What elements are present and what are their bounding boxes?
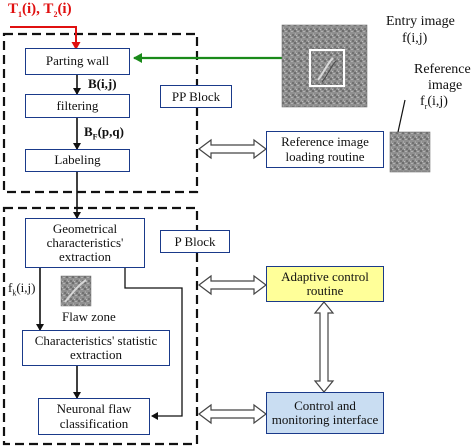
geometrical-line2: characteristics' — [46, 234, 124, 250]
geometrical-line1: Geometrical — [52, 220, 118, 236]
neuronal-line1: Neuronal flaw — [56, 401, 132, 417]
reference-loading-line2: loading routine — [285, 148, 365, 164]
adaptive-line1: Adaptive control — [281, 268, 369, 284]
adaptive-control-box: Adaptive control routine — [266, 266, 384, 302]
p-block-label: P Block — [160, 230, 230, 253]
labeling-box: Labeling — [25, 149, 130, 172]
entry-image-symbol: f(i,j) — [402, 31, 428, 46]
filtering-box: filtering — [25, 94, 130, 118]
input-signals-label: T1(i), T2(i) — [8, 1, 72, 19]
arrow-geometry-to-neuronal — [124, 268, 183, 420]
statistic-line1: Characteristics' statistic — [34, 332, 158, 348]
neuronal-line2: classification — [59, 415, 129, 431]
double-arrow-p-adaptive — [198, 274, 267, 296]
double-arrow-adaptive-control — [313, 301, 335, 393]
reference-image — [389, 131, 431, 173]
reference-image-title-2: image — [428, 78, 463, 93]
bf-signal-label: BF(p,q) — [84, 124, 124, 142]
input-arrow — [10, 26, 81, 50]
neuronal-box: Neuronal flaw classification — [38, 398, 150, 435]
reference-image-title-1: Reference — [414, 62, 471, 77]
control-monitoring-box: Control and monitoring interface — [266, 392, 384, 434]
geometrical-box: Geometrical characteristics' extraction — [25, 218, 145, 268]
reference-image-symbol: fr(i,j) — [420, 94, 448, 111]
p-block-frame — [2, 206, 199, 446]
entry-image-title: Entry image — [386, 14, 455, 29]
double-arrow-p-control — [198, 403, 267, 425]
control-line2: monitoring interface — [271, 412, 379, 427]
reference-leader-line — [397, 99, 406, 133]
reference-loading-box: Reference image loading routine — [266, 131, 384, 168]
pp-block-label: PP Block — [160, 85, 232, 108]
fk-signal-label: fk(i,j) — [8, 280, 36, 298]
control-line1: Control and — [294, 397, 356, 413]
double-arrow-pp-ref — [198, 138, 267, 160]
flaw-zone-image — [60, 275, 92, 307]
adaptive-line2: routine — [306, 283, 344, 298]
parting-wall-box: Parting wall — [25, 48, 130, 75]
flaw-zone-label: Flaw zone — [62, 309, 116, 324]
pp-block-frame — [2, 32, 199, 194]
entry-image — [281, 24, 368, 108]
b-signal-label: B(i,j) — [88, 76, 117, 91]
reference-loading-line1: Reference image — [281, 134, 369, 150]
statistic-box: Characteristics' statistic extraction — [22, 330, 170, 366]
statistic-line2: extraction — [70, 347, 122, 362]
geometrical-line3: extraction — [59, 249, 111, 265]
